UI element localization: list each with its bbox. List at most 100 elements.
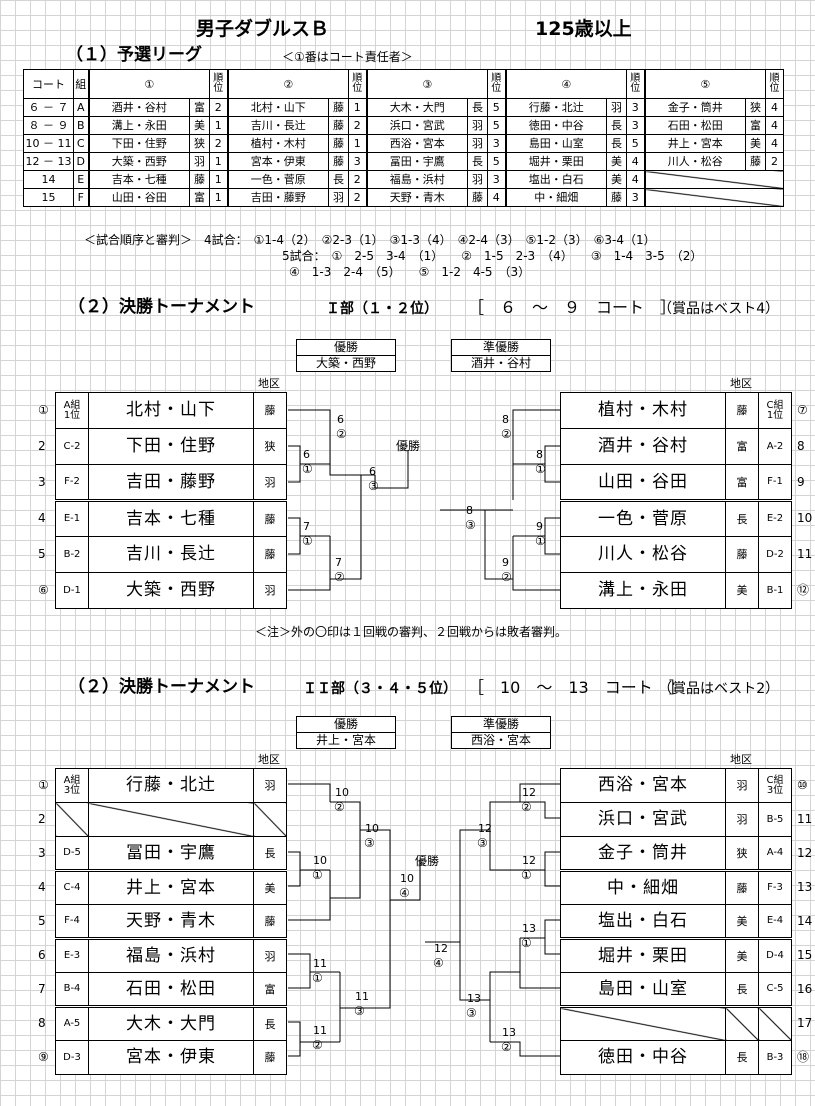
pair-name: 吉本・七種 [88,499,254,537]
draw-code: D-5 [55,836,89,871]
region-cell: 羽 [328,188,349,207]
final-label: 優勝 [415,854,440,868]
seed-number: 16 [797,982,813,996]
pair-name: 西浴・宮本 [365,134,468,153]
league-note: ＜①番はコート責任者＞ [282,50,413,64]
region-cell: 藤 [253,1040,287,1075]
draw-code: F-3 [758,869,792,905]
seed-number: 5 [38,914,46,928]
match-order-line-3: ④ 1-3 2-4 （5） ⑤ 1-2 4-5 （3） [289,265,531,279]
match-number: 9 [536,520,543,533]
rank-cell: 2 [209,98,228,117]
rank-cell: 4 [487,188,506,207]
seed-number: ⑩ [797,778,808,792]
pair-name: 金子・筒井 [643,98,746,117]
rank-cell: 4 [626,170,645,189]
tournament-1-prize: （賞品はベスト4） [658,301,780,317]
match-number: 8 [466,504,473,517]
region-cell: 羽 [253,464,287,501]
draw-row [55,802,287,837]
seed-number: 3 [38,475,46,489]
rank-cell: 5 [487,98,506,117]
referee-mark: ② [501,570,512,584]
rank-cell: 3 [626,116,645,135]
match-number: 11 [355,990,369,1003]
match-number: 12 [478,822,492,835]
pair-name: 大木・大門 [88,1005,254,1041]
referee-mark: ① [302,462,313,476]
referee-mark: ① [302,534,313,548]
match-number: 12 [522,854,536,867]
pair-name: 島田・山室 [560,972,726,1007]
bye-code [758,1005,792,1041]
rank-cell: 3 [487,134,506,153]
region-cell: 藤 [253,499,287,537]
draw-code: D-1 [55,572,89,609]
referee-mark: ① [312,971,323,985]
pair-name: 山田・谷田 [87,188,190,207]
seed-number: 9 [797,475,805,489]
winner-label: 優勝 [297,717,395,733]
bye-region [253,802,287,837]
rank-header: 順 位 [209,69,228,99]
court-cell: 10 － 11 [23,134,74,153]
seed-number: ⑦ [797,403,808,417]
pair-name: 吉川・長辻 [88,536,254,573]
draw-row [560,1005,792,1041]
region-cell: 藤 [606,188,627,207]
region-cell: 長 [467,98,488,117]
court-cell: ８ － ９ [23,116,74,135]
winner-label: 優勝 [297,340,395,356]
pair-name: 植村・木村 [560,392,726,429]
bye-slot [88,802,254,837]
rank-cell: 5 [487,152,506,171]
pair-name: 島田・山室 [504,134,607,153]
pair-name: 西浴・宮本 [560,768,726,803]
t1-right-region-label: 地区 [730,377,752,390]
pair-name: 一色・菅原 [560,499,726,537]
pair-name: 溝上・永田 [87,116,190,135]
match-number: 11 [313,1024,327,1037]
region-cell: 藤 [253,392,287,429]
seed-number: 10 [797,511,813,525]
page-title: 男子ダブルスＢ [196,18,330,40]
region-cell: 長 [606,134,627,153]
seed-number: 2 [38,439,46,453]
match-number: 10 [365,822,379,835]
referee-mark: ② [334,570,345,584]
winner-name: 井上・宮本 [315,733,376,747]
region-cell: 藤 [328,152,349,171]
match-number: 6 [337,413,344,426]
region-cell: 美 [606,170,627,189]
draw-code: B-2 [55,536,89,573]
pair-name: 井上・宮本 [88,869,254,905]
seed-number: ① [38,403,49,417]
seed-number: 8 [797,439,805,453]
region-cell: 狭 [189,134,210,153]
pair-name: 下田・住野 [87,134,190,153]
match-number: 9 [502,556,509,569]
pair-name: 吉田・藤野 [88,464,254,501]
tournament-1-courts: ［ ６ ～ ９ コート ］ [468,298,677,317]
rank-cell: 2 [209,134,228,153]
pair-name: 酒井・谷村 [87,98,190,117]
seed-number: 7 [38,982,46,996]
match-number: 10 [335,786,349,799]
match-number: 7 [335,556,342,569]
match-number: 10 [400,872,414,885]
league-table: コート 組 ① 順 位 ② 順 位 ③ 順 位 ④ 順 位 ⑤ 順 位 ６ － … [23,69,784,207]
pair-name: 浜口・宮武 [365,116,468,135]
region-cell: 美 [253,869,287,905]
group-cell: B [73,116,89,135]
rank-cell: 3 [626,98,645,117]
